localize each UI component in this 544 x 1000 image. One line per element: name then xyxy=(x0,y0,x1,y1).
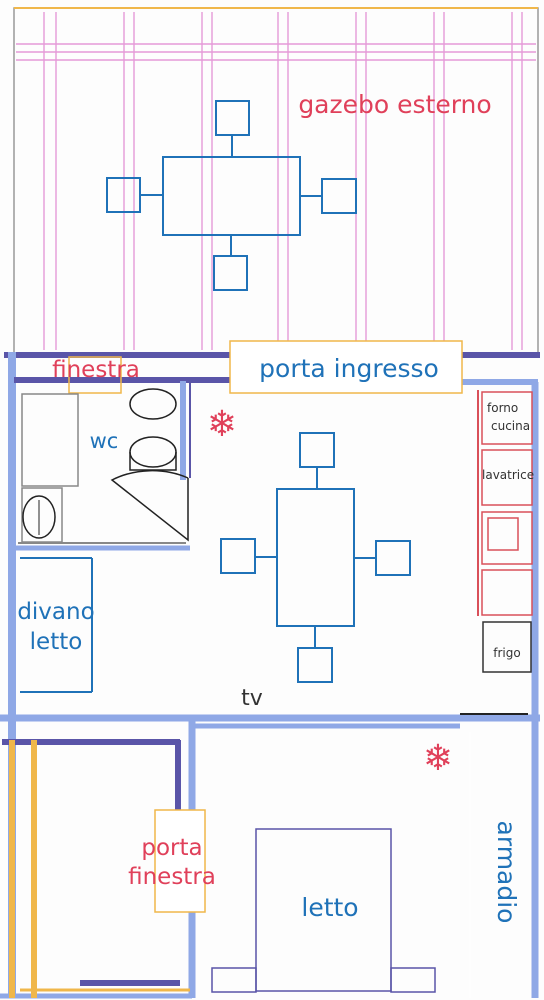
dining-table xyxy=(276,488,355,627)
porta-finestra-frame[interactable] xyxy=(154,809,206,913)
finestra-label: finestra xyxy=(52,357,140,383)
snowflake-icon: ❄ xyxy=(207,404,237,445)
frigo-label: frigo xyxy=(493,646,520,660)
dining-table-set xyxy=(220,432,411,683)
lavatrice-unit xyxy=(481,449,533,506)
porta-finestra-label-line2: finestra xyxy=(128,864,216,890)
sofa-bed: divano letto xyxy=(17,557,95,693)
dining-chair-bottom xyxy=(297,647,333,683)
nightstand-left xyxy=(211,967,257,993)
outdoor-table-set xyxy=(106,100,357,291)
snowflake-icon: ❄ xyxy=(423,738,453,779)
bedroom: porta finestra letto armadio xyxy=(128,732,521,998)
bathroom: wc xyxy=(14,381,191,551)
dining-chair-left xyxy=(220,538,256,574)
frigo-unit xyxy=(482,621,532,673)
finestra-frame xyxy=(68,356,122,394)
sink-cabinet xyxy=(21,487,63,543)
gazebo-area: gazebo esterno xyxy=(13,7,539,357)
wc-door-swing xyxy=(110,469,189,542)
lavatrice-label: lavatrice xyxy=(482,468,534,482)
shower-box xyxy=(21,393,79,487)
bidet xyxy=(22,495,56,539)
walls xyxy=(0,352,540,999)
outdoor-chair-right xyxy=(321,178,357,214)
forno-label-line1: forno xyxy=(487,401,518,415)
sink-unit xyxy=(481,569,533,616)
toilet-bowl xyxy=(129,436,177,468)
letto-label: letto xyxy=(301,893,358,922)
nightstand-right xyxy=(390,967,436,993)
divano-label-line1: divano xyxy=(17,599,94,625)
outdoor-chair-top xyxy=(215,100,250,136)
divano-label-line2: letto xyxy=(30,629,83,655)
outdoor-chair-bottom xyxy=(213,255,248,291)
oven-door xyxy=(487,517,519,551)
wc-label: wc xyxy=(90,429,119,453)
forno-label-line2: cucina xyxy=(491,419,530,433)
gazebo-label: gazebo esterno xyxy=(298,90,491,119)
porta-finestra-label-line1: porta xyxy=(141,835,202,861)
pergola-beams xyxy=(16,12,536,350)
dining-chair-top xyxy=(299,432,335,468)
outdoor-table xyxy=(162,156,301,236)
forno-unit xyxy=(481,391,533,445)
porta-ingresso-frame[interactable] xyxy=(229,340,463,394)
double-bed xyxy=(255,828,392,992)
tv-label: tv xyxy=(241,686,263,711)
porta-ingresso-label: porta ingresso xyxy=(259,354,439,383)
cooktop-unit xyxy=(481,511,533,565)
dining-chair-right xyxy=(375,540,411,576)
kitchen-units: forno cucina lavatrice frigo xyxy=(477,390,534,673)
armadio-label: armadio xyxy=(492,821,521,924)
washbasin xyxy=(129,388,177,420)
